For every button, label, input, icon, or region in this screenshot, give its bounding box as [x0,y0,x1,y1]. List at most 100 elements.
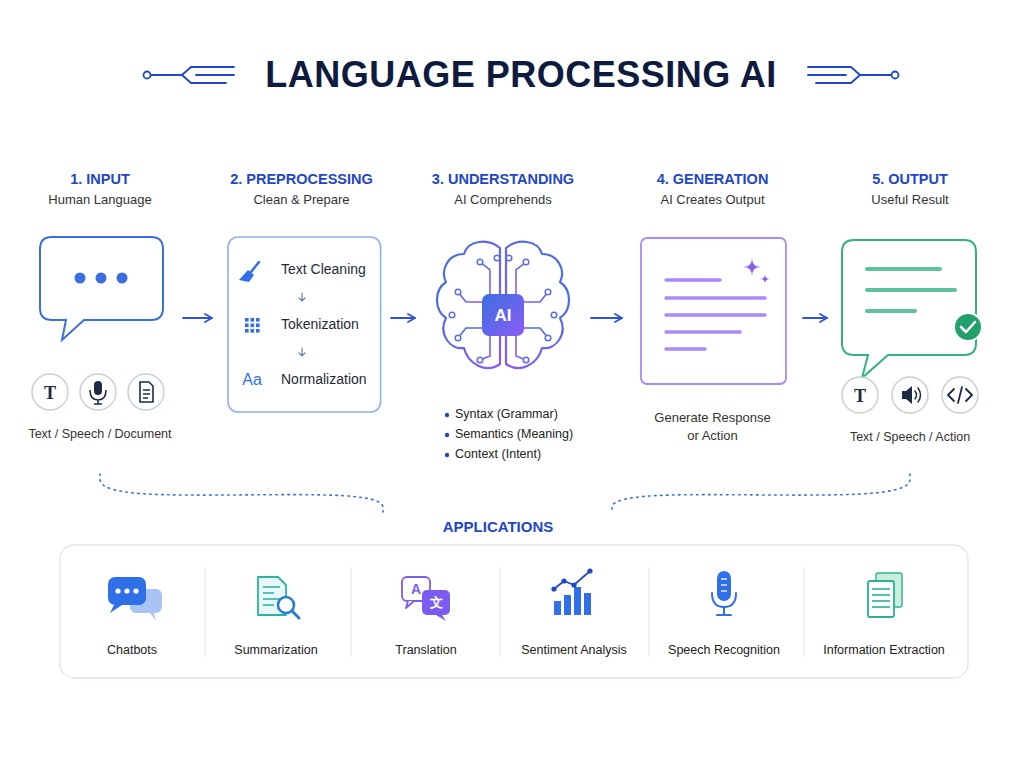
divider [648,567,649,657]
speaker-symbol [902,386,912,404]
document-symbol [140,382,153,402]
stage-subheading: AI Comprehends [418,192,588,208]
speech-bubble [40,237,163,340]
circuit-trace [524,292,548,302]
text-line [263,592,274,594]
icon-letter: 文 [430,596,443,609]
chip-label: AI [495,307,512,324]
text-slot: Human Language [20,192,180,208]
text-line [666,313,765,317]
trend-dot [561,578,566,583]
circuit-node [455,335,461,341]
divider [204,567,205,657]
token-grid [245,324,249,328]
icon-letter: T [44,384,56,402]
circuit-trace [196,74,234,76]
step-label: Text Cleaning [281,261,366,279]
flow-arrow [591,317,622,319]
node-illustration [830,168,990,468]
label-slot: T [44,384,56,402]
circuit-node [892,72,899,79]
stage-column: 5. OUTPUTUseful ResultText / Speech / Ac… [830,168,990,468]
stage-heading: 5. OUTPUT [830,170,990,188]
label-slot: T [854,387,866,405]
ai-chip [482,294,524,336]
mic-grille [721,584,727,585]
sparkle [743,258,761,276]
circuit-trace [182,75,226,83]
circuit-trace [516,262,526,294]
circuit-node [506,255,512,261]
text-slot: Context (Intent) [455,447,541,463]
circuit-node [477,357,483,363]
text-slot: APPLICATIONS [58,518,938,537]
text-slot: AI Creates Output [625,192,800,208]
label-slot: A [411,582,421,596]
chat-symbol [110,605,122,613]
flow-arrow [299,293,305,301]
circuit-trace [496,336,498,364]
dotted-connector [100,474,383,512]
flow-arrow [183,317,212,319]
icon-group [402,577,450,621]
divider [350,567,351,657]
token-grid [245,329,249,333]
translation-bubble [436,615,446,621]
chat-dot [133,588,138,593]
step-label: Tokenization [281,316,359,334]
icon-circle [842,377,878,413]
circuit-trace [452,314,482,316]
mic-grille [721,590,727,591]
circuit-trace [480,336,490,360]
text-slot: 2. PREPROCESSING [215,170,388,188]
trend-dot [587,568,592,573]
token-grid [256,329,260,333]
token-grid [256,324,260,328]
icon-group [60,545,968,678]
icon-circle [128,374,164,410]
stage-caption: Generate Response or Action [647,409,778,445]
application-label: Sentiment Analysis [504,643,644,659]
stage-caption: Text / Speech / Action [830,430,990,446]
text-line [263,598,280,600]
text-slot: AI Comprehends [418,192,588,208]
chat-symbol [108,577,146,605]
icon-group [108,577,162,621]
mic-grille [721,578,727,579]
text-slot: Text Cleaning [281,261,366,279]
circuit-trace [508,260,510,294]
stage-heading: 4. GENERATION [625,170,800,188]
mic-symbol [712,593,736,615]
text-slot: Normalization [281,371,367,389]
text-slot: 1. INPUT [20,170,180,188]
text-slot: Text / Speech / Action [830,430,990,446]
token-grid [245,318,249,322]
trend-dot [571,582,576,587]
stage-heading: 3. UNDERSTANDING [418,170,588,188]
application-label: Information Extraction [814,643,954,659]
text-slot: Clean & Prepare [215,192,388,208]
broom-symbol [251,262,259,272]
circuit-node [144,72,151,79]
token-grid [251,329,255,333]
text-slot: 4. GENERATION [625,170,800,188]
bullet-dot [445,453,449,457]
text-slot: Information Extraction [814,643,954,659]
circuit-node [523,259,529,265]
stage-column: 3. UNDERSTANDINGAI ComprehendsSyntax (Gr… [418,168,588,468]
speaker-symbol [915,388,921,402]
icon-group [641,238,786,384]
translation-bubble [406,601,414,608]
circuit-node [545,289,551,295]
circuit-node [449,312,455,318]
icon-circle [80,374,116,410]
application-label: Chatbots [62,643,202,659]
text-line [666,347,705,351]
text-line [872,600,890,602]
icon-group [868,573,902,617]
stage-heading: 2. PREPROCESSING [215,170,388,188]
stage-heading: 1. INPUT [20,170,180,188]
circuit-trace [808,74,846,76]
application-item: Summarization [206,555,346,675]
stage-subheading: AI Creates Output [625,192,800,208]
